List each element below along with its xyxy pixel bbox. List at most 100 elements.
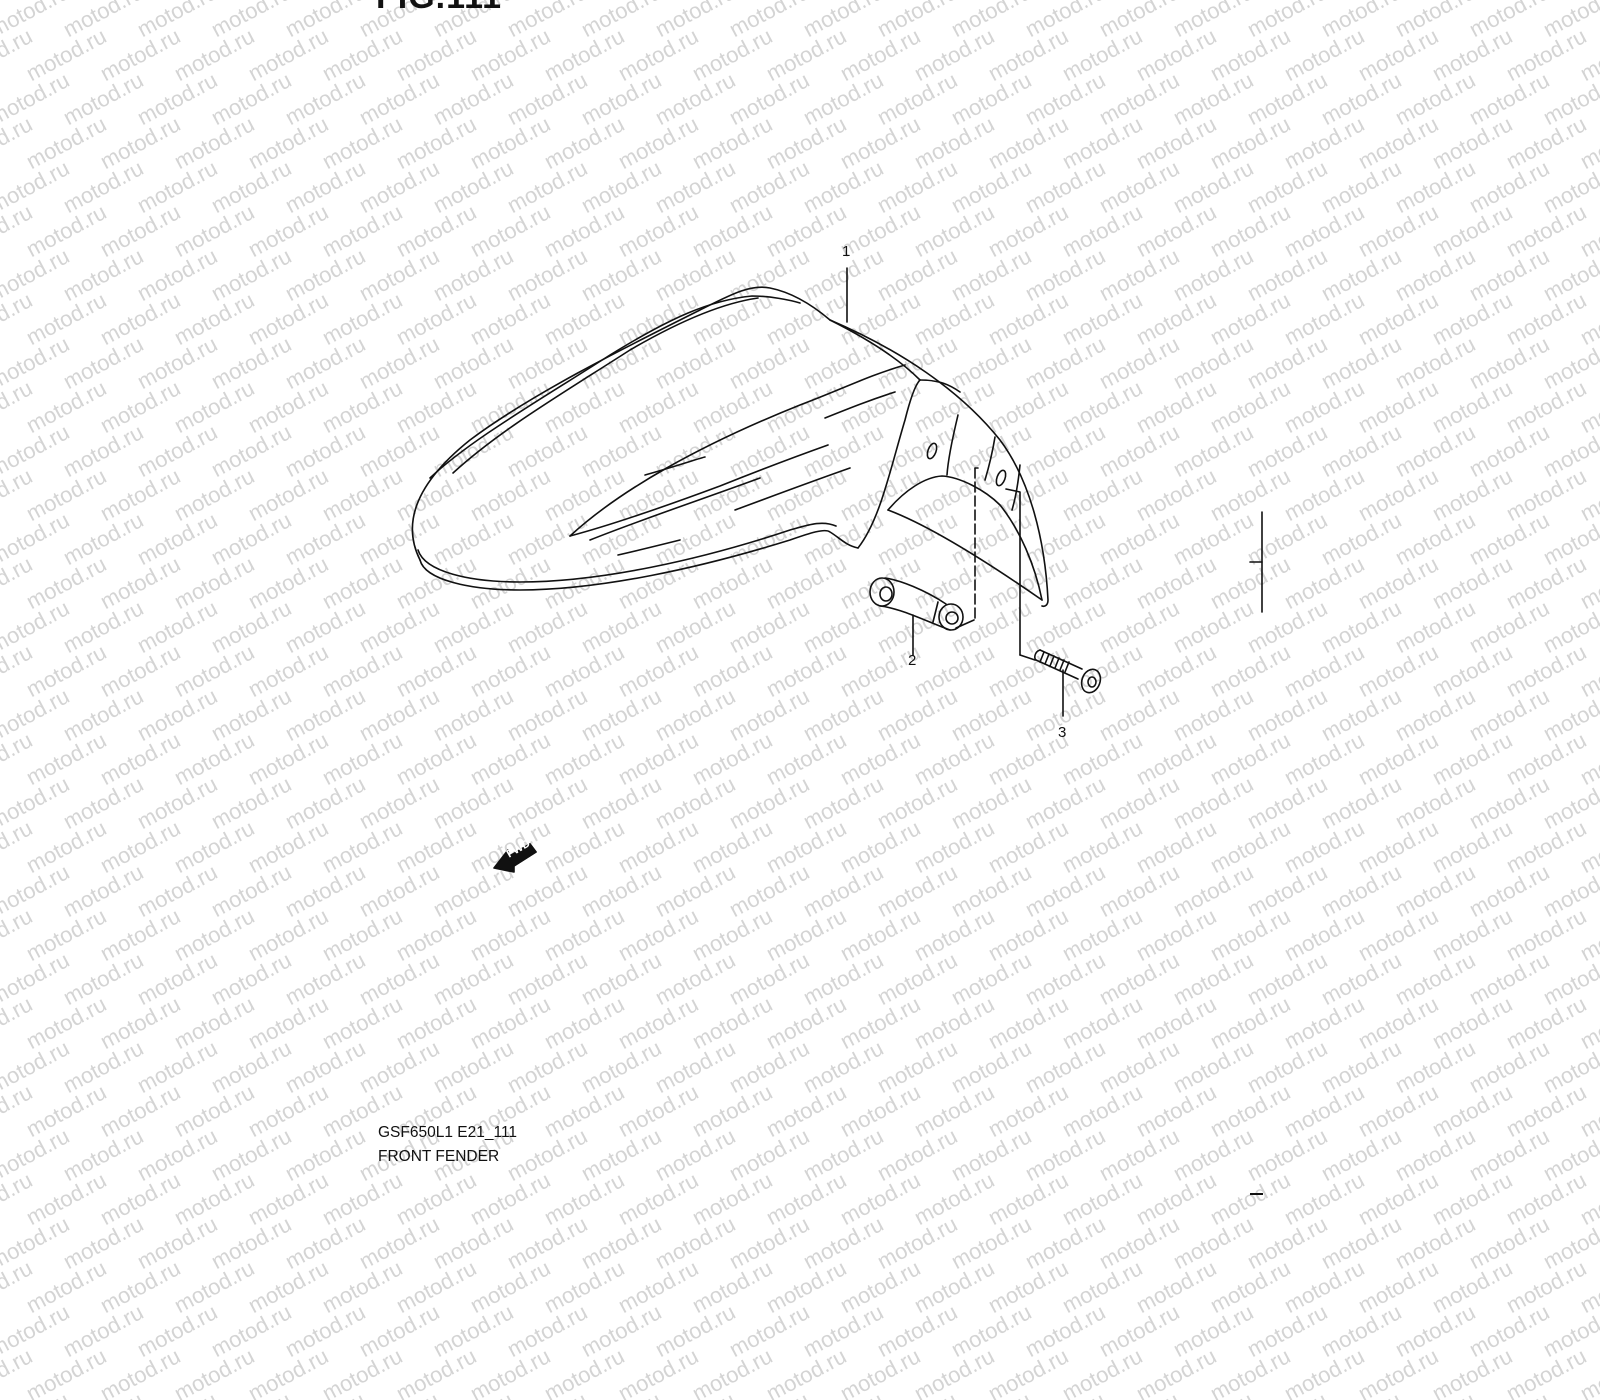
watermark-text: motod.ru [207, 1387, 296, 1400]
watermark-text: motod.ru [1317, 1299, 1406, 1363]
watermark-text: motod.ru [244, 1343, 333, 1400]
watermark-text: motod.ru [281, 1211, 370, 1275]
watermark-text: motod.ru [355, 1387, 444, 1400]
watermark-text: motod.ru [355, 1299, 444, 1363]
watermark-text: motod.ru [281, 1299, 370, 1363]
watermark-text: motod.ru [1428, 1255, 1517, 1319]
watermark-text: motod.ru [1243, 1211, 1332, 1275]
watermark-text: motod.ru [1465, 1387, 1554, 1400]
watermark-text: motod.ru [318, 1255, 407, 1319]
watermark-text: motod.ru [429, 1211, 518, 1275]
watermark-text: motod.ru [392, 1343, 481, 1400]
front-fender-drawing [411, 286, 1049, 661]
watermark-text: motod.ru [1095, 1211, 1184, 1275]
watermark-text: motod.ru [392, 1255, 481, 1319]
watermark-text: motod.ru [688, 1255, 777, 1319]
callout-1: 1 [842, 243, 851, 260]
watermark-text: motod.ru [1058, 1343, 1147, 1400]
callout-2: 2 [908, 652, 917, 669]
watermark-text: motod.ru [651, 1387, 740, 1400]
watermark-text: motod.ru [1243, 1387, 1332, 1400]
watermark-text: motod.ru [244, 1255, 333, 1319]
watermark-text: motod.ru [22, 1343, 111, 1400]
watermark-text: motod.ru [688, 1343, 777, 1400]
watermark-text: motod.ru [910, 1343, 999, 1400]
watermark-text: motod.ru [1317, 1387, 1406, 1400]
watermark-text: motod.ru [910, 1255, 999, 1319]
watermark-text: motod.ru [1021, 1387, 1110, 1400]
watermark-text: motod.ru [22, 1255, 111, 1319]
watermark-text: motod.ru [503, 1211, 592, 1275]
watermark-text: motod.ru [1354, 1343, 1443, 1400]
watermark-text: motod.ru [133, 1299, 222, 1363]
watermark-text: motod.ru [466, 1255, 555, 1319]
watermark-text: motod.ru [170, 1255, 259, 1319]
watermark-text: motod.ru [1576, 1343, 1600, 1400]
watermark-text: motod.ru [577, 1387, 666, 1400]
watermark-text: motod.ru [429, 1387, 518, 1400]
watermark-text: motod.ru [1502, 1255, 1591, 1319]
watermark-text: motod.ru [873, 1211, 962, 1275]
watermark-text: motod.ru [1132, 1343, 1221, 1400]
watermark-text: motod.ru [1206, 1255, 1295, 1319]
watermark-text: motod.ru [1391, 1387, 1480, 1400]
watermark-text: motod.ru [0, 1211, 74, 1275]
watermark-text: motod.ru [59, 1211, 148, 1275]
fwd-arrow-icon [493, 843, 537, 873]
watermark-text: motod.ru [0, 1343, 37, 1400]
watermark-text: motod.ru [1354, 1255, 1443, 1319]
watermark-text: motod.ru [1169, 1299, 1258, 1363]
watermark-text: motod.ru [947, 1299, 1036, 1363]
watermark-text: motod.ru [1021, 1211, 1110, 1275]
watermark-text: motod.ru [1502, 1343, 1591, 1400]
watermark-text: motod.ru [799, 1211, 888, 1275]
watermark-text: motod.ru [59, 1299, 148, 1363]
watermark-text: motod.ru [873, 1387, 962, 1400]
watermark-text: motod.ru [133, 1387, 222, 1400]
callout-3: 3 [1058, 724, 1067, 741]
watermark-text: motod.ru [0, 1387, 74, 1400]
watermark-text: motod.ru [799, 1387, 888, 1400]
watermark-text: motod.ru [1058, 1255, 1147, 1319]
watermark-text: motod.ru [1206, 1343, 1295, 1400]
watermark-text: motod.ru [207, 1211, 296, 1275]
watermark-text: motod.ru [1132, 1255, 1221, 1319]
watermark-text: motod.ru [799, 1299, 888, 1363]
edge-mark [1250, 1193, 1263, 1195]
watermark-text: motod.ru [1095, 1299, 1184, 1363]
watermark-text: motod.ru [1428, 1343, 1517, 1400]
watermark-text: motod.ru [836, 1343, 925, 1400]
watermark-text: motod.ru [836, 1255, 925, 1319]
bolt-drawing [1034, 649, 1102, 717]
watermark-text: motod.ru [503, 1299, 592, 1363]
watermark-text: motod.ru [725, 1299, 814, 1363]
watermark-text: motod.ru [762, 1255, 851, 1319]
watermark-text: motod.ru [1539, 1211, 1600, 1275]
watermark-text: motod.ru [762, 1343, 851, 1400]
watermark-text: motod.ru [651, 1211, 740, 1275]
watermark-text: motod.ru [540, 1343, 629, 1400]
watermark-text: motod.ru [984, 1343, 1073, 1400]
watermark-text: motod.ru [0, 1299, 74, 1363]
watermark-text: motod.ru [873, 1299, 962, 1363]
watermark-text: motod.ru [577, 1299, 666, 1363]
watermark-text: motod.ru [96, 1255, 185, 1319]
watermark-text: motod.ru [355, 1211, 444, 1275]
watermark-text: motod.ru [614, 1255, 703, 1319]
watermark-text: motod.ru [540, 1255, 629, 1319]
exploded-parts-diagram [411, 267, 1263, 873]
watermark-text: motod.ru [429, 1299, 518, 1363]
watermark-text: motod.ru [1465, 1211, 1554, 1275]
watermark-text: motod.ru [725, 1211, 814, 1275]
watermark-text: motod.ru [651, 1299, 740, 1363]
watermark-text: motod.ru [281, 1387, 370, 1400]
watermark-text: motod.ru [1576, 1255, 1600, 1319]
watermark-text: motod.ru [984, 1255, 1073, 1319]
watermark-text: motod.ru [207, 1299, 296, 1363]
watermark-text: motod.ru [947, 1211, 1036, 1275]
watermark-text: motod.ru [725, 1387, 814, 1400]
watermark-text: motod.ru [1391, 1299, 1480, 1363]
watermark-text: motod.ru [577, 1211, 666, 1275]
watermark-text: motod.ru [1095, 1387, 1184, 1400]
watermark-text: motod.ru [1539, 1387, 1600, 1400]
